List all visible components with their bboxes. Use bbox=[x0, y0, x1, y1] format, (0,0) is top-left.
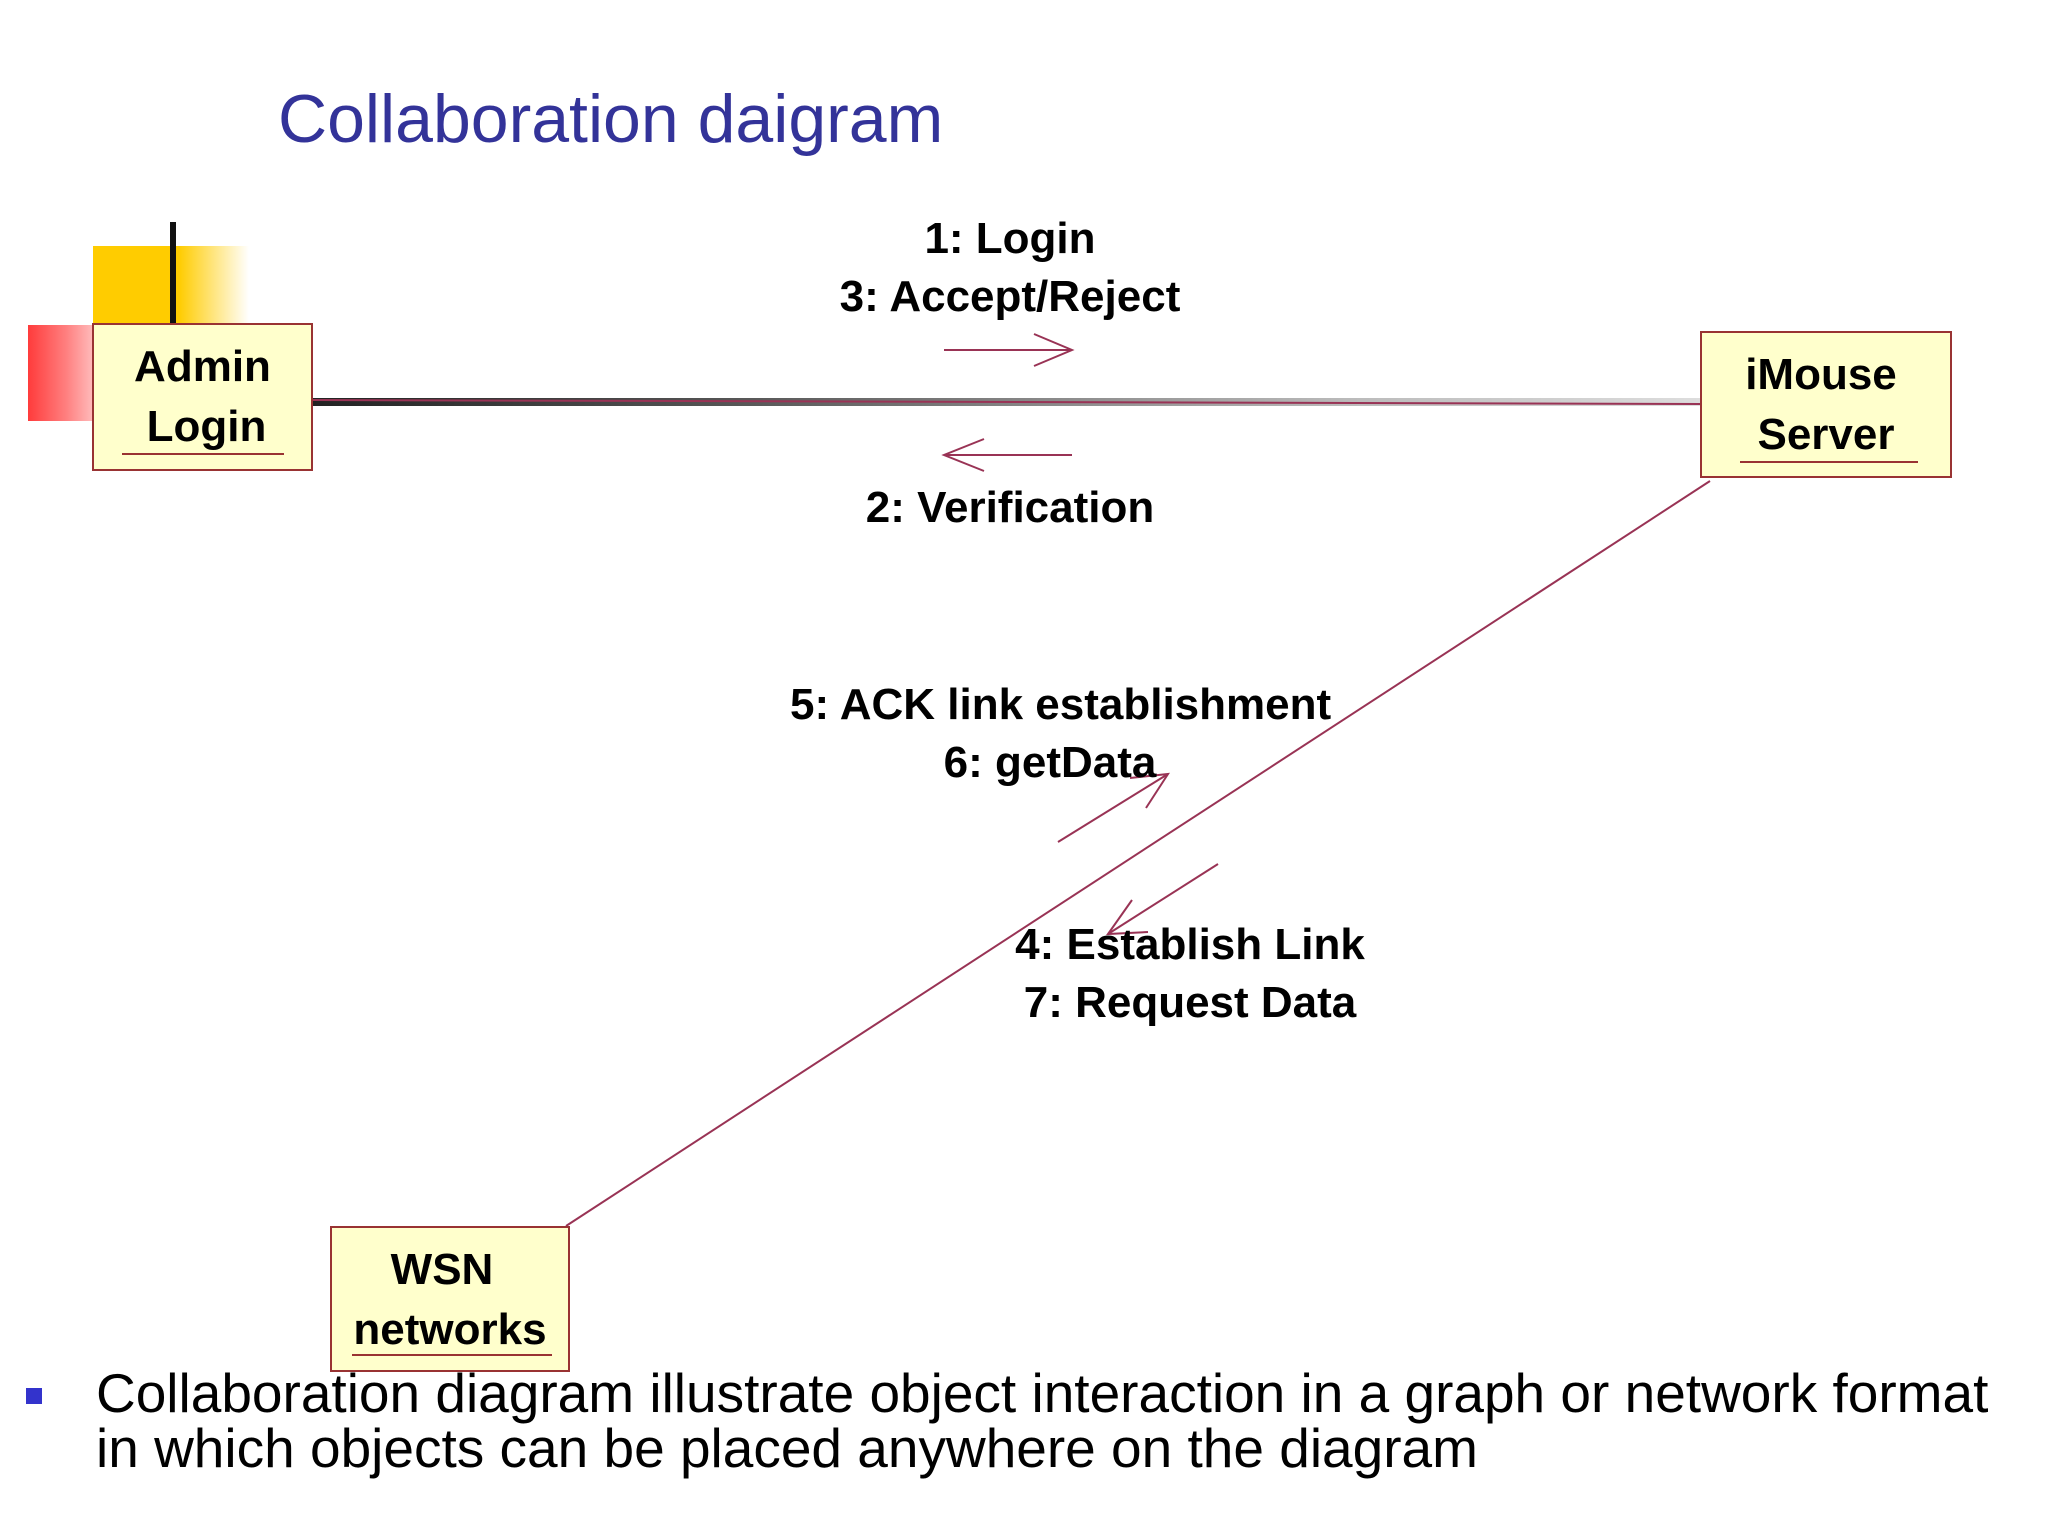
message-ack: 5: ACK link establishment bbox=[790, 680, 1332, 729]
admin-login-underline bbox=[122, 453, 284, 455]
arrow-right-icon bbox=[944, 333, 1075, 367]
imouse-server-line1: iMouse bbox=[1745, 350, 1897, 399]
slide-title: Collaboration daigram bbox=[278, 81, 944, 157]
decor-vertical-bar bbox=[170, 222, 176, 324]
server-wsn-link bbox=[565, 480, 1711, 1227]
wsn-networks-underline bbox=[352, 1354, 552, 1356]
admin-login-line2: Login bbox=[146, 402, 267, 451]
bullet-square-icon bbox=[26, 1388, 42, 1404]
wsn-networks-line1: WSN bbox=[390, 1245, 494, 1294]
message-verification: 2: Verification bbox=[865, 483, 1155, 532]
message-login: 1: Login bbox=[924, 214, 1096, 263]
message-login-accept: 1: Login 3: Accept/Reject bbox=[810, 210, 1210, 326]
message-establish-request: 4: Establish Link 7: Request Data bbox=[1000, 916, 1380, 1032]
wsn-networks-object: WSN networks bbox=[330, 1226, 570, 1372]
imouse-server-object: iMouse Server bbox=[1700, 331, 1952, 478]
imouse-server-underline bbox=[1740, 461, 1918, 463]
arrow-left-icon bbox=[941, 438, 1072, 472]
admin-login-line1: Admin bbox=[134, 342, 271, 391]
admin-server-link bbox=[311, 399, 1701, 405]
arrow-down-left-icon bbox=[1105, 863, 1219, 936]
message-getdata: 6: getData bbox=[943, 738, 1157, 787]
imouse-server-line2: Server bbox=[1757, 410, 1895, 459]
message-establish-link: 4: Establish Link bbox=[1015, 920, 1365, 969]
message-accept-reject: 3: Accept/Reject bbox=[839, 272, 1181, 321]
message-request-data: 7: Request Data bbox=[1023, 978, 1357, 1027]
arrow-up-right-icon bbox=[1057, 772, 1170, 843]
admin-login-object: Admin Login bbox=[92, 323, 313, 471]
wsn-networks-line2: networks bbox=[353, 1305, 547, 1354]
bullet-text: Collaboration diagram illustrate object … bbox=[96, 1362, 1989, 1479]
message-ack-getdata: 5: ACK link establishment 6: getData bbox=[790, 676, 1332, 792]
